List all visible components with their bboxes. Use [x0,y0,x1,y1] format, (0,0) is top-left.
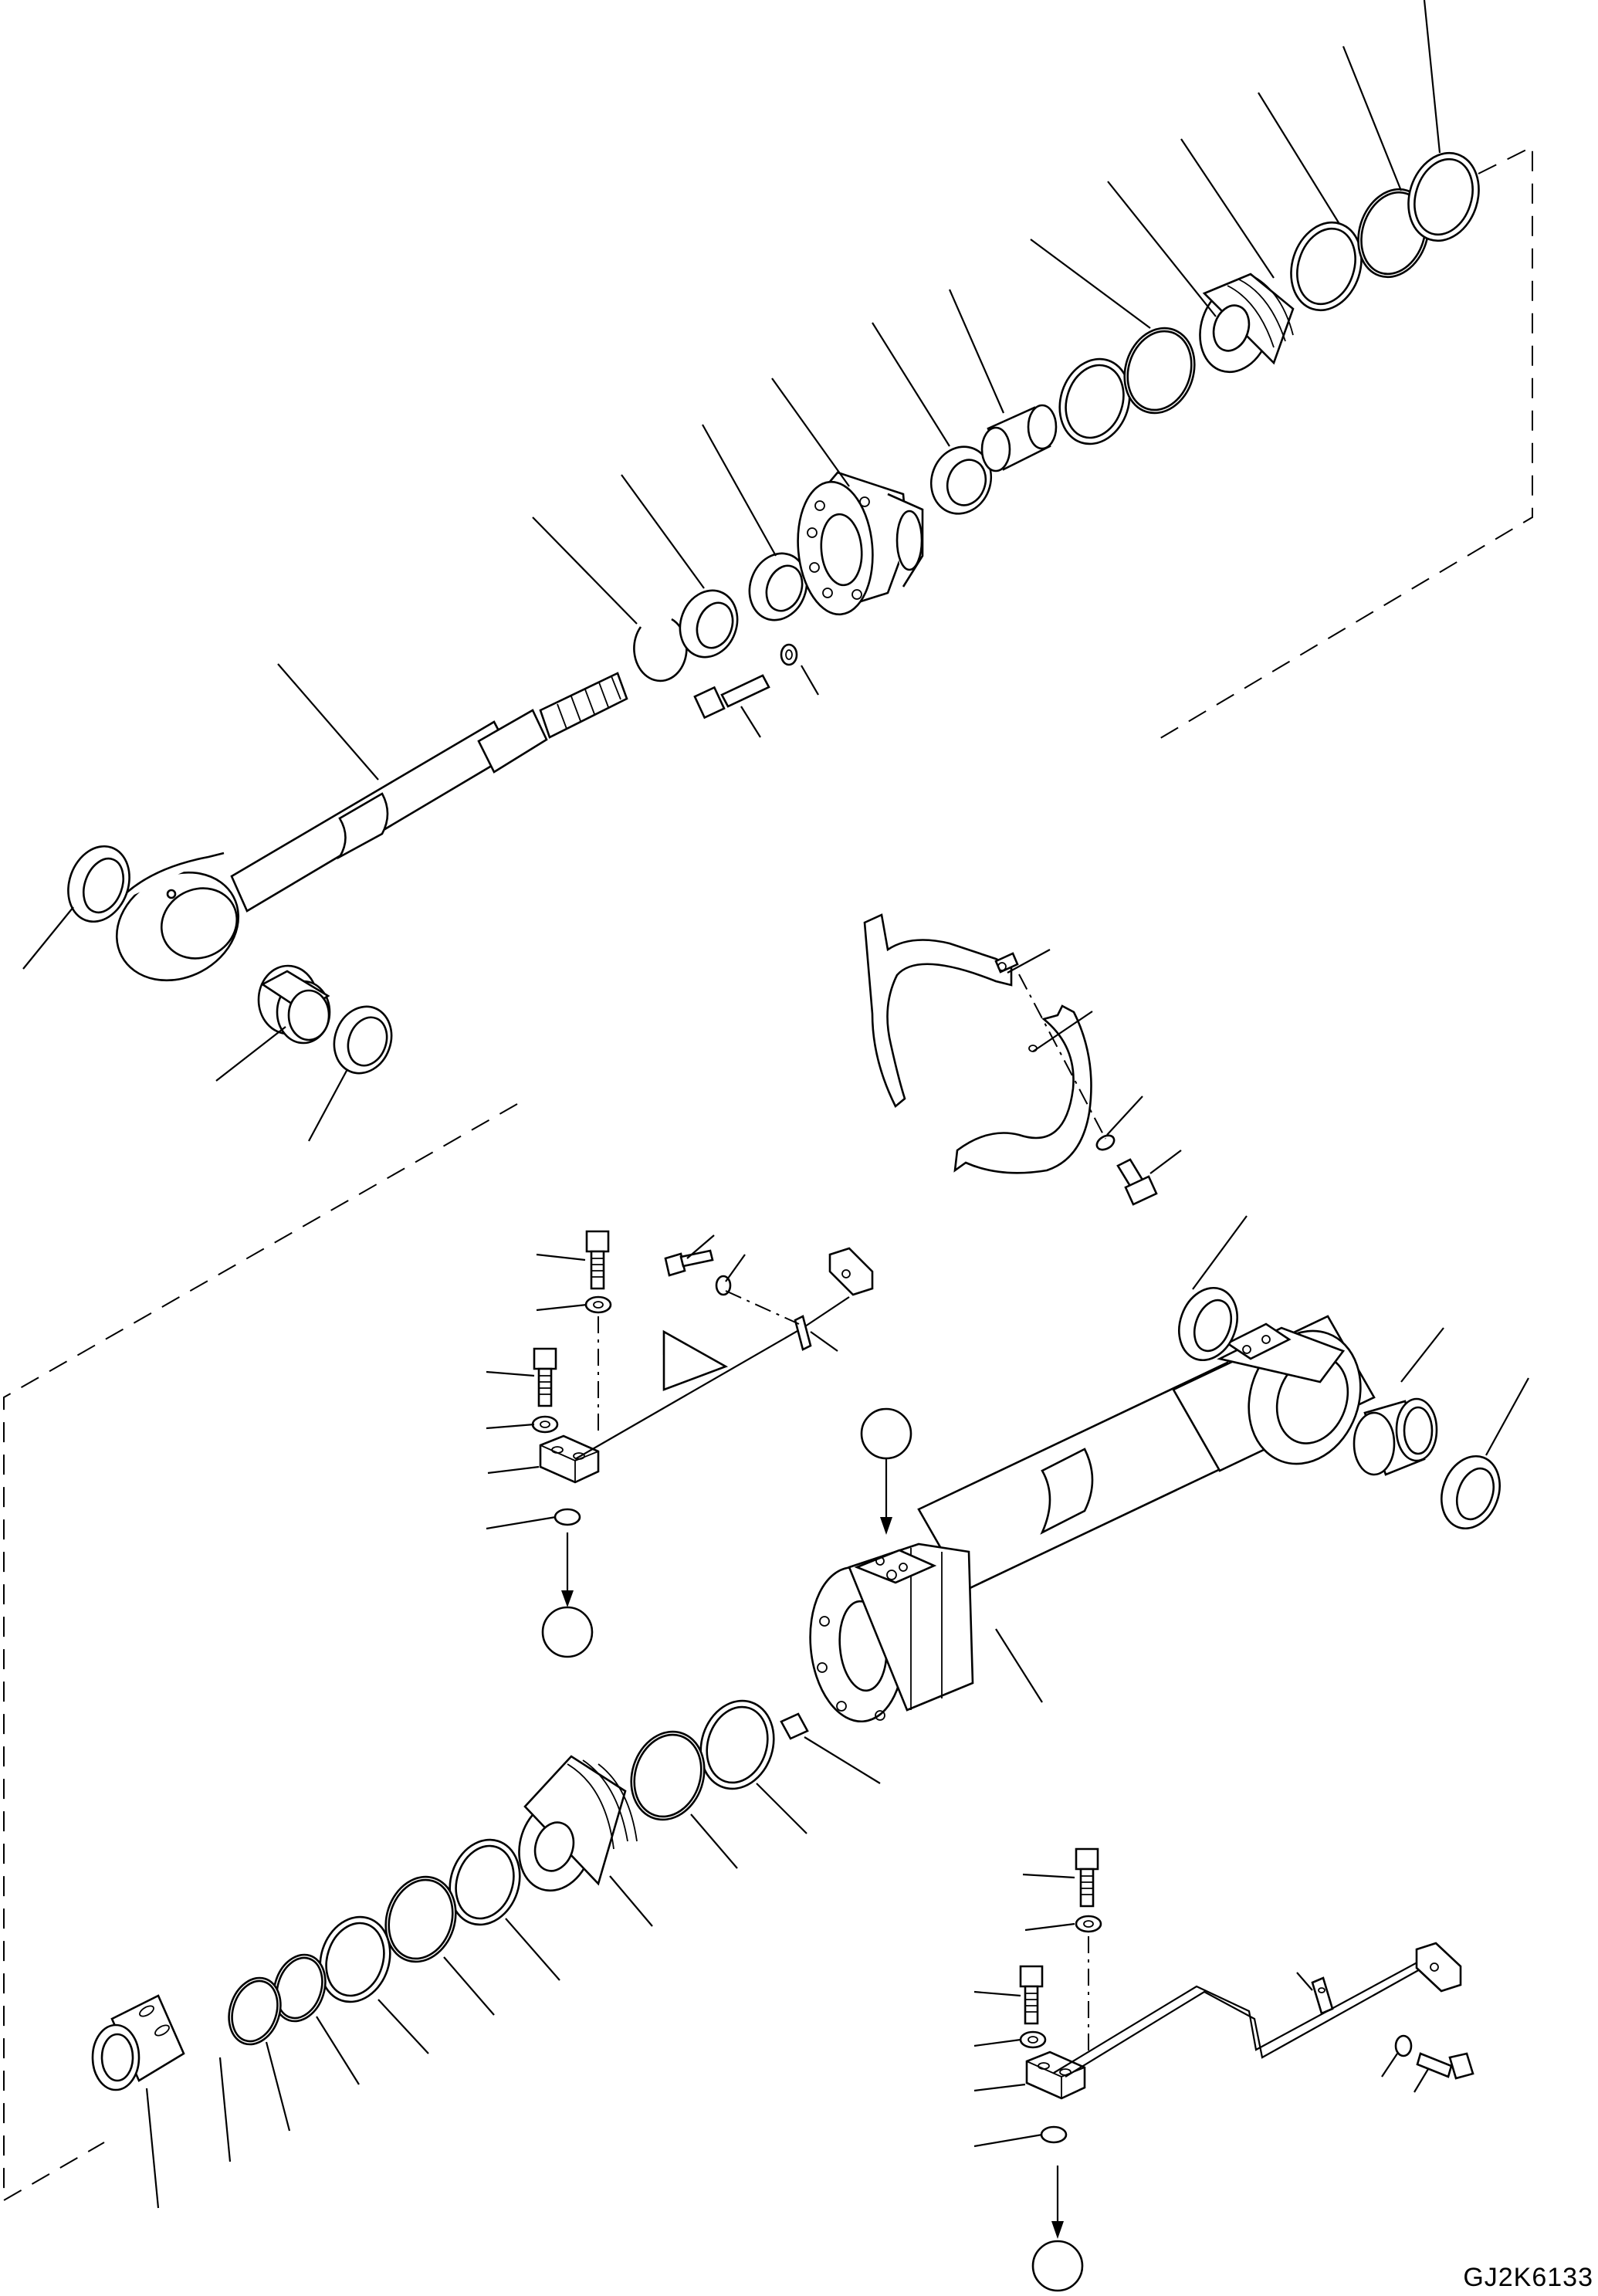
pipe-bolt-4 [1076,1849,1098,1906]
lower-ring-6 [266,1948,333,2027]
dust-seal-tube-end-left [1170,1280,1247,1369]
washer-cylinder-head [781,645,797,665]
pipe-clamp-lower [955,1006,1092,1173]
lower-piston [508,1756,637,1900]
pipe-o-ring [555,1509,580,1525]
clamp-bolt [1118,1160,1156,1204]
piston-rod [98,673,627,1001]
pipe-bolt-3 [665,1251,713,1275]
pipe-o-ring-right [1041,2127,1066,2142]
backup-ring-1 [1049,350,1140,453]
lower-ring-4 [375,1868,466,1971]
dust-seal-tube-end-right [1432,1448,1509,1537]
lower-ring-3 [439,1830,530,1934]
dashed-envelope-lower [4,1104,517,2200]
bolt-cylinder-head [695,676,769,718]
bushing-tube-end [1354,1399,1437,1475]
pipe-washer-5 [1021,2032,1045,2047]
pipe-bolt-2 [534,1349,556,1406]
dust-seal-rod-end-left [58,838,140,930]
lower-ring-5 [310,1908,401,2011]
piston [1189,274,1293,381]
piping-group-left [486,1231,872,1529]
cylinder-tube [804,1315,1379,1725]
dashed-envelope-upper [1158,147,1532,740]
lower-ring-7 [221,1971,289,2050]
reference-circle-left [543,1532,592,1657]
buffer-ring [982,405,1056,471]
pipe-bolt-1 [587,1231,608,1289]
cylinder-head [793,472,923,618]
clamp-washer [1095,1133,1117,1153]
leader-lines-lower [147,1216,1529,2208]
plug [781,1714,807,1739]
reference-circle-bottom [1033,2166,1082,2291]
leader-lines-upper [23,0,1440,1141]
piping-group-right [974,1849,1473,2146]
rod-seal-2 [740,545,816,628]
pipe-washer-1 [586,1297,611,1312]
bushing-rod-end [259,966,330,1043]
pipe-flange-block [540,1436,598,1482]
head-bushing [922,439,1000,523]
leader-lines-clamp [1007,950,1181,1173]
pipe-washer-2 [533,1417,557,1432]
lower-nut [93,1996,184,2090]
pipe-bolt-5 [1021,1966,1042,2023]
rod-seal-1 [671,582,747,665]
pipe-washer-4 [1076,1916,1101,1932]
lower-ring-1 [689,1692,784,1799]
piston-ring-3 [1397,144,1490,250]
pipe-clamp-upper [865,915,1017,1106]
dust-seal-rod-end-right [325,998,401,1081]
piston-ring-1 [1280,213,1373,320]
o-ring-1 [1114,319,1205,422]
reference-circle-upper [862,1409,911,1535]
drawing-code-label: GJ2K6133 [1463,2263,1593,2292]
lower-ring-2 [620,1722,715,1830]
snap-ring [634,619,686,681]
